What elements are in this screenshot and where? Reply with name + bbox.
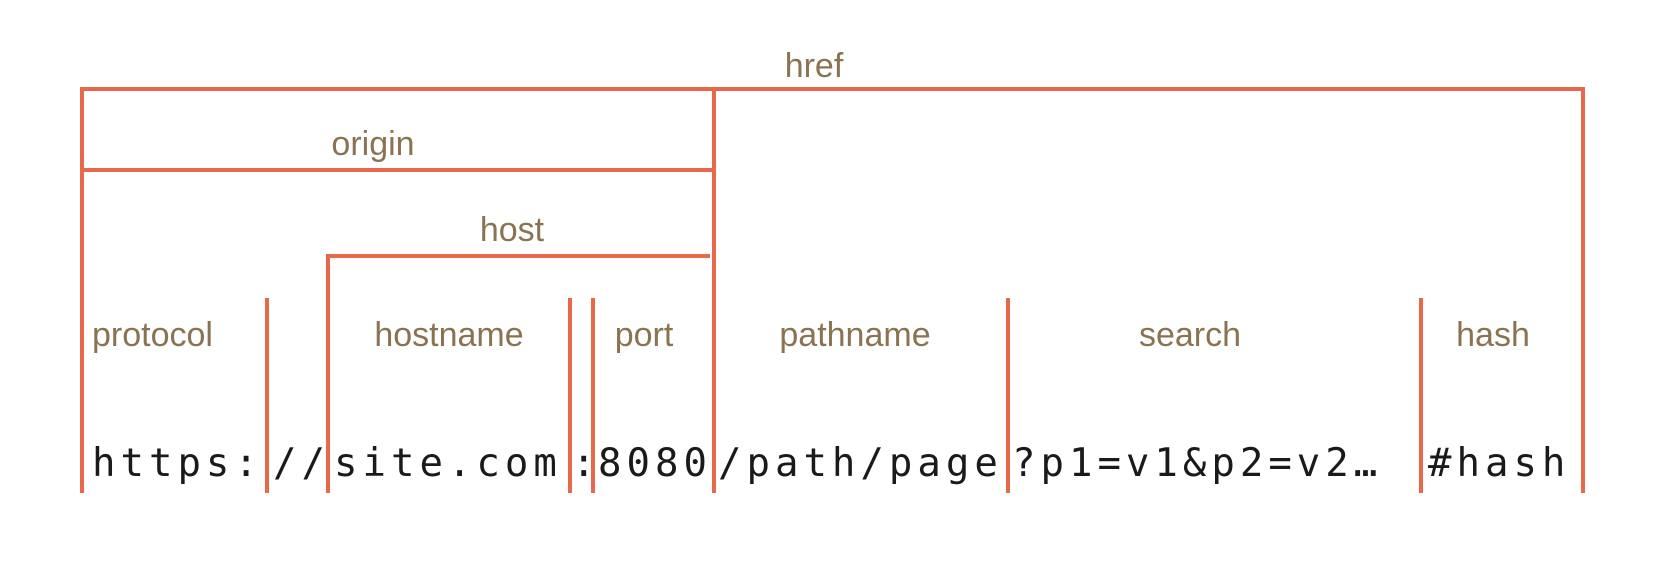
url-port: 8080 bbox=[598, 441, 712, 486]
hostname-label: hostname bbox=[374, 316, 523, 354]
url-hash: #hash bbox=[1428, 441, 1570, 486]
url-pathname: /path/page bbox=[718, 441, 1003, 486]
url-protocol: https: bbox=[92, 441, 263, 486]
href-label: href bbox=[785, 47, 844, 85]
port-label: port bbox=[615, 316, 674, 354]
url-search: ?p1=v1&p2=v2… bbox=[1012, 441, 1382, 486]
pathname-label: pathname bbox=[779, 316, 930, 354]
protocol-label: protocol bbox=[92, 316, 213, 354]
href-bracket bbox=[80, 87, 1585, 493]
origin-label: origin bbox=[331, 125, 414, 163]
url-colon: : bbox=[572, 441, 600, 486]
host-bracket bbox=[326, 254, 710, 493]
search-label: search bbox=[1139, 316, 1241, 354]
host-label: host bbox=[480, 211, 545, 249]
url-hostname: site.com bbox=[334, 441, 562, 486]
hash-label: hash bbox=[1456, 316, 1530, 354]
url-separator: // bbox=[273, 441, 330, 486]
